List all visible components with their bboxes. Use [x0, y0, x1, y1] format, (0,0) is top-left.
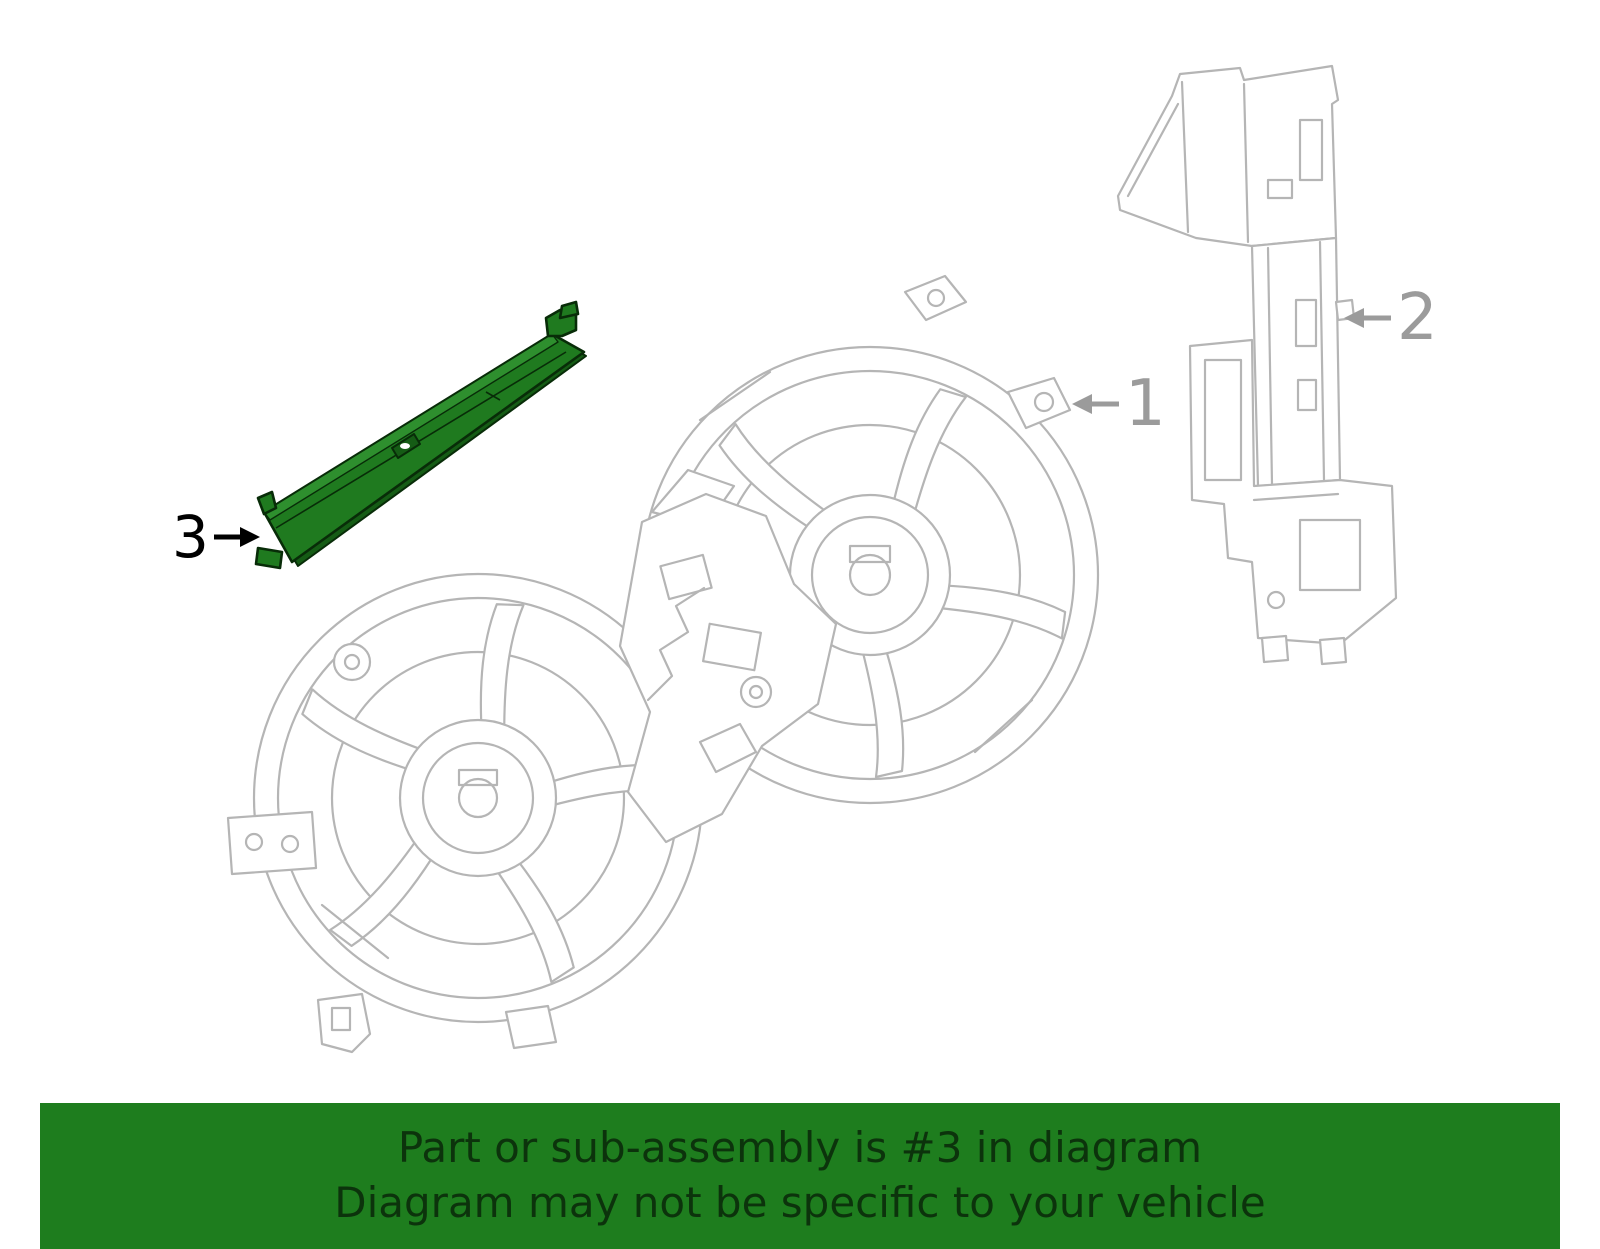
notice-banner: Part or sub-assembly is #3 in diagram Di…: [40, 1103, 1560, 1249]
highlighted-part-3: [254, 300, 587, 570]
center-frame: [618, 468, 838, 844]
callout-3: 3: [172, 508, 260, 566]
callout-2: 2: [1344, 286, 1438, 350]
banner-line-1: Part or sub-assembly is #3 in diagram: [397, 1123, 1203, 1173]
callout-3-label: 3: [172, 503, 209, 571]
callout-1: 1: [1072, 372, 1166, 436]
callout-2-label: 2: [1397, 281, 1438, 355]
air-guide-panel: [1116, 64, 1398, 666]
banner-line-2: Diagram may not be specific to your vehi…: [334, 1178, 1266, 1227]
arrow-left-icon: [1344, 308, 1391, 328]
arrow-left-icon: [1072, 394, 1119, 414]
arrow-right-icon: [213, 527, 260, 547]
callout-1-label: 1: [1125, 367, 1166, 441]
parts-diagram: [226, 64, 1398, 1054]
